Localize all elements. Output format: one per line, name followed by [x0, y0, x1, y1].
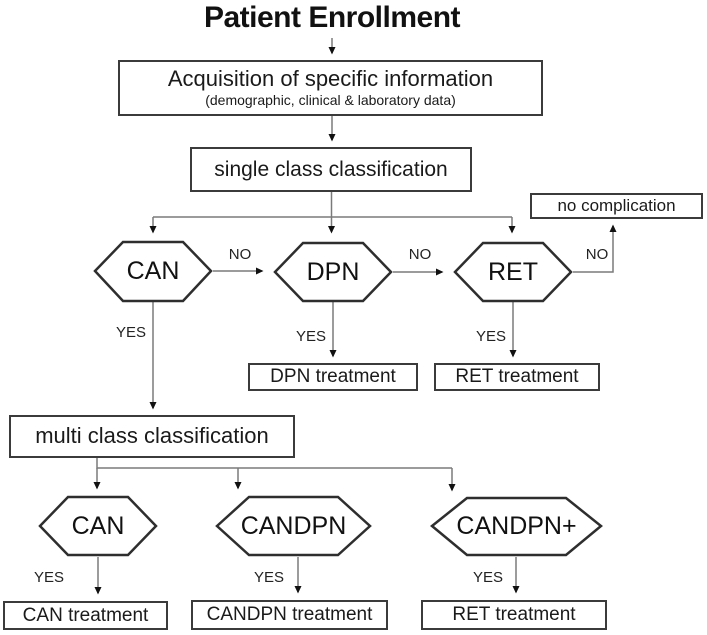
- hexagon-candpn: CANDPN: [215, 495, 372, 557]
- hexagon-shape: [453, 241, 573, 303]
- node-can-treatment: CAN treatment: [3, 601, 168, 630]
- edge-label-no-dpn-ret: NO: [408, 246, 432, 263]
- edge-label-yes-dpn: YES: [295, 328, 326, 345]
- edge-label-yes-ret: YES: [475, 328, 506, 345]
- node-dpn-treatment-label: DPN treatment: [270, 366, 396, 388]
- node-acquisition: Acquisition of specific information (dem…: [118, 60, 543, 116]
- edge-label-yes-can-top: YES: [115, 324, 146, 341]
- edge-label-yes-candpn: YES: [253, 569, 284, 586]
- node-acquisition-subtitle: (demographic, clinical & laboratory data…: [205, 91, 456, 108]
- hexagon-can-bottom-label: CAN: [71, 511, 125, 540]
- hexagon-shape: [430, 496, 603, 557]
- node-ret-treatment-top: RET treatment: [434, 363, 600, 391]
- node-single-class-classification: single class classification: [190, 147, 472, 192]
- hexagon-shape: [273, 241, 393, 303]
- node-dpn-treatment: DPN treatment: [248, 363, 418, 391]
- edge-label-no-ret: NO: [585, 246, 609, 263]
- hexagon-dpn-label: DPN: [306, 257, 360, 286]
- hexagon-ret: RET: [453, 241, 573, 303]
- hexagon-shape: [93, 240, 213, 303]
- hexagon-ret-label: RET: [488, 257, 538, 286]
- node-ret-treatment-bottom-label: RET treatment: [452, 604, 576, 626]
- edge-label-yes-can-bottom: YES: [33, 569, 64, 586]
- node-multi-class-label: multi class classification: [35, 423, 269, 449]
- node-ret-treatment-top-label: RET treatment: [455, 366, 579, 388]
- node-acquisition-title: Acquisition of specific information: [167, 66, 494, 92]
- hexagon-dpn: DPN: [273, 241, 393, 303]
- node-candpn-treatment: CANDPN treatment: [191, 600, 388, 630]
- node-ret-treatment-bottom: RET treatment: [421, 600, 607, 630]
- hexagon-candpn-plus: CANDPN+: [430, 496, 603, 557]
- edge-ret-no-nocomplication: [573, 224, 617, 273]
- hexagon-can-top: CAN: [93, 240, 213, 303]
- node-multi-class-classification: multi class classification: [9, 415, 295, 458]
- hexagon-shape: [38, 495, 158, 557]
- hexagon-can-top-label: CAN: [126, 257, 180, 285]
- edge-multiclass-branch-horizontal: [96, 458, 452, 469]
- node-no-complication: no complication: [530, 193, 703, 219]
- node-single-class-label: single class classification: [214, 157, 448, 181]
- hexagon-candpn-plus-label: CANDPN+: [456, 512, 577, 540]
- node-candpn-treatment-label: CANDPN treatment: [206, 604, 373, 626]
- hexagon-can-bottom: CAN: [38, 495, 158, 557]
- hexagon-shape: [215, 495, 372, 557]
- diagram-title: Patient Enrollment: [203, 1, 461, 34]
- edge-label-no-can-dpn: NO: [228, 246, 252, 263]
- edge-label-yes-candpn-plus: YES: [472, 569, 503, 586]
- node-no-complication-label: no complication: [557, 196, 676, 216]
- node-can-treatment-label: CAN treatment: [22, 604, 149, 626]
- hexagon-candpn-label: CANDPN: [240, 511, 347, 540]
